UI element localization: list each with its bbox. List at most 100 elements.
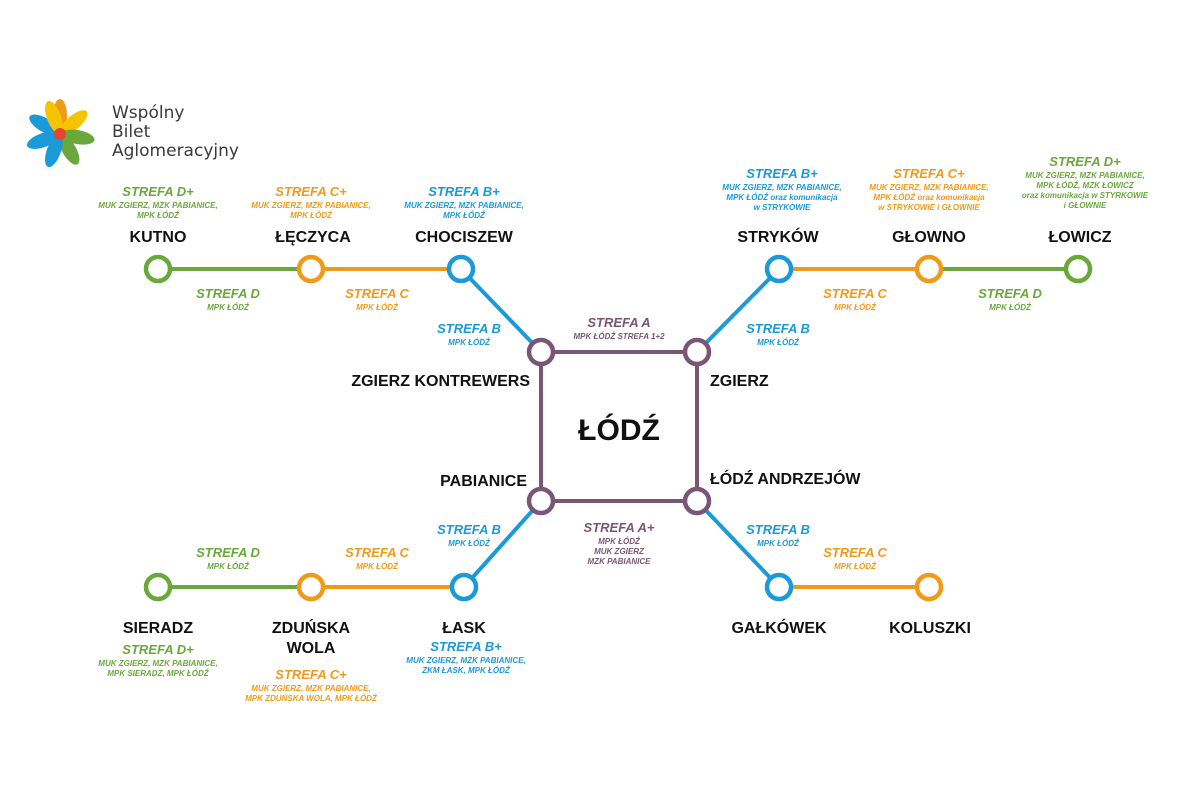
zone-label-zone-cplus-glowno: STREFA C+ MUK ZGIERZ, MZK PABIANICE,MPK Ł… xyxy=(869,166,988,212)
zone-operators: MPK ŁÓDŹ xyxy=(137,211,180,220)
logo-petal xyxy=(60,110,88,135)
zone-operators: MPK ŁÓDŹ STREFA 1+2 xyxy=(573,332,665,341)
logo-petal xyxy=(58,134,80,165)
route-segment-zgierz-kontrewers-chociszew xyxy=(459,267,543,354)
zone-title: STREFA C+ xyxy=(275,667,347,682)
zone-operators: MPK ZDUŃSKA WOLA, MPK ŁÓDŹ xyxy=(245,694,378,703)
zone-title: STREFA C xyxy=(823,286,887,301)
zone-label-zone-a: STREFA A MPK ŁÓDŹ STREFA 1+2 xyxy=(573,315,665,341)
zone-operators: MPK ŁÓDŹ xyxy=(757,539,800,548)
zone-label-zone-bplus-strykow: STREFA B+MUK ZGIERZ, MZK PABIANICE,MPK Ł… xyxy=(722,166,841,212)
zone-label-zone-c-ne: STREFA C MPK ŁÓDŹ xyxy=(823,286,887,312)
zone-operators: MPK ŁÓDŹ xyxy=(598,537,641,546)
flower-logo-icon xyxy=(26,99,95,168)
station-node-galkowek xyxy=(764,572,794,602)
logo-petal xyxy=(26,131,60,149)
station-label-galkowek: GAŁKÓWEK xyxy=(731,618,827,637)
zone-operators: w STRYKOWIE i GŁOWNIE xyxy=(878,203,980,212)
logo-petal xyxy=(45,100,63,134)
zone-label-zone-bplus-lask: STREFA B+MUK ZGIERZ, MZK PABIANICE,ZKM Ł… xyxy=(406,639,525,675)
zone-operators: MUK ZGIERZ, MZK PABIANICE, xyxy=(98,201,217,210)
station-nodes xyxy=(143,254,1093,602)
zone-title: STREFA C xyxy=(345,545,409,560)
zone-title: STREFA B xyxy=(746,522,810,537)
zone-operators: MPK ŁÓDŹ xyxy=(834,303,877,312)
station-node-lowicz xyxy=(1063,254,1093,284)
zone-label-zone-dplus-sieradz: STREFA D+MUK ZGIERZ, MZK PABIANICE,MPK S… xyxy=(98,642,217,678)
zone-title: STREFA C+ xyxy=(275,184,347,199)
station-label-kutno: KUTNO xyxy=(130,229,187,246)
route-lines xyxy=(158,267,1078,589)
zone-operators: MPK ŁÓDŹ xyxy=(448,539,491,548)
station-label-chociszew: CHOCISZEW xyxy=(415,229,514,246)
zone-operators: MZK PABIANICE xyxy=(588,557,652,566)
zone-title: STREFA C xyxy=(345,286,409,301)
zone-label-zone-d-ne: STREFA D MPK ŁÓDŹ xyxy=(978,286,1042,312)
zone-operators: oraz komunikacja w STYRKOWIE xyxy=(1022,191,1149,200)
zone-title: STREFA D+ xyxy=(1049,154,1121,169)
zone-title: STREFA D+ xyxy=(122,184,194,199)
station-node-strykow xyxy=(764,254,794,284)
station-node-zgierz xyxy=(682,337,712,367)
zone-operators: MPK SIERADZ, MPK ŁÓDŹ xyxy=(107,669,209,678)
station-node-zgierz-kontrewers xyxy=(526,337,556,367)
zone-title: STREFA A xyxy=(587,315,650,330)
zone-label-zone-dplus-lowicz: STREFA D+ MUK ZGIERZ, MZK PABIANICE,MPK Ł… xyxy=(1022,154,1149,210)
zone-operators: MPK ŁÓDŹ xyxy=(834,562,877,571)
zone-label-zone-c-se: STREFA C MPK ŁÓDŹ xyxy=(823,545,887,571)
zone-title: STREFA C+ xyxy=(893,166,965,181)
zone-title: STREFA B+ xyxy=(746,166,818,181)
zone-operators: i GŁOWNIE xyxy=(1064,201,1107,210)
route-segment-zgierz-strykow xyxy=(695,267,781,354)
zone-title: STREFA C xyxy=(823,545,887,560)
zone-operators: MPK ŁÓDŹ xyxy=(989,303,1032,312)
zone-label-zone-cplus-leczyca: STREFA C+MUK ZGIERZ, MZK PABIANICE,MPK Ł… xyxy=(251,184,370,220)
zone-operators: MUK ZGIERZ xyxy=(594,547,645,556)
station-label-koluszki: KOLUSZKI xyxy=(889,620,971,637)
station-label-strykow: STRYKÓW xyxy=(737,227,819,246)
logo-line-2: Bilet xyxy=(112,122,151,142)
zone-operators: MPK ŁÓDŹ xyxy=(356,303,399,312)
zone-title: STREFA D xyxy=(196,545,260,560)
logo-center xyxy=(54,128,66,140)
station-label-lowicz: ŁOWICZ xyxy=(1048,229,1111,246)
station-label-lodz-andrzejow: ŁÓDŹ ANDRZEJÓW xyxy=(710,469,861,488)
zone-operators: MPK ŁÓDŹ, MZK ŁOWICZ xyxy=(1036,181,1134,190)
station-node-lodz-andrzejow xyxy=(682,486,712,516)
zone-operators: MPK ŁÓDŹ oraz komunikacja xyxy=(726,193,838,202)
zone-operators: ZKM ŁASK, MPK ŁÓDŹ xyxy=(421,666,511,675)
zone-operators: MUK ZGIERZ, MZK PABIANICE, xyxy=(1025,171,1144,180)
center-label: ŁÓDŹ xyxy=(578,413,660,447)
zone-title: STREFA B+ xyxy=(428,184,500,199)
logo-petal xyxy=(45,134,63,168)
station-node-koluszki xyxy=(914,572,944,602)
zone-label-zone-b-sw: STREFA B MPK ŁÓDŹ xyxy=(437,522,501,548)
station-label-zgierz-kontrewers: ZGIERZ KONTREWERS xyxy=(351,373,530,390)
station-node-leczyca xyxy=(296,254,326,284)
station-label-zgierz: ZGIERZ xyxy=(710,373,769,390)
logo-petal xyxy=(29,114,60,136)
station-label-lask: ŁASK xyxy=(442,620,486,637)
station-label-glowno: GŁOWNO xyxy=(892,229,966,246)
zone-label-zone-cplus-zdunska: STREFA C+MUK ZGIERZ, MZK PABIANICE,MPK Z… xyxy=(245,667,378,703)
zone-operators: MPK ŁÓDŹ xyxy=(207,303,250,312)
zone-operators: MPK ŁÓDŹ xyxy=(290,211,333,220)
zone-operators: MPK ŁÓDŹ xyxy=(443,211,486,220)
logo-line-1: Wspólny xyxy=(112,103,185,123)
zone-operators: MUK ZGIERZ, MZK PABIANICE, xyxy=(869,183,988,192)
zone-operators: w STRYKOWIE xyxy=(754,203,811,212)
zone-operators: MPK ŁÓDŹ oraz komunikacja xyxy=(873,193,985,202)
zone-title: STREFA B xyxy=(437,522,501,537)
zone-label-zone-c-nw: STREFA C MPK ŁÓDŹ xyxy=(345,286,409,312)
zone-title: STREFA D xyxy=(978,286,1042,301)
zone-operators: MUK ZGIERZ, MZK PABIANICE, xyxy=(404,201,523,210)
station-node-lask xyxy=(449,572,479,602)
zone-operators: MPK ŁÓDŹ xyxy=(448,338,491,347)
